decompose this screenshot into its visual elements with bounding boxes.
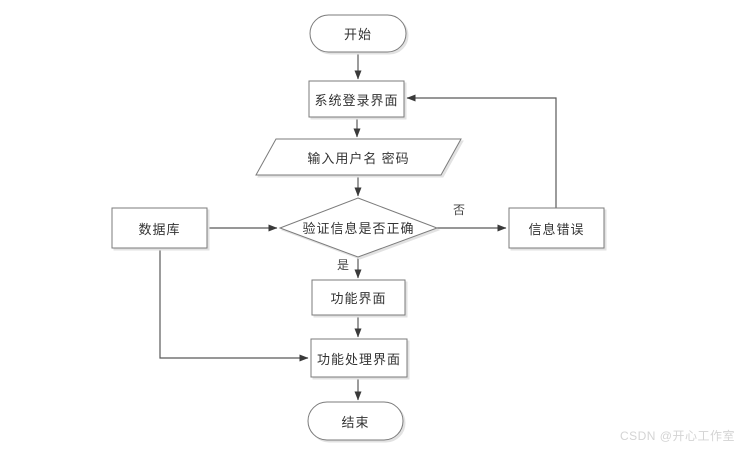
start-terminator-shape (309, 14, 407, 53)
function-handle-label: 功能处理界面 (316, 351, 401, 367)
end-terminator-shape (307, 401, 404, 441)
verify-diamond-shape (278, 197, 439, 258)
error-process-shape (508, 207, 605, 249)
login-process-shape (308, 80, 405, 118)
yes-edge-label: 是 (337, 258, 350, 272)
flowchart-shapes (111, 14, 605, 441)
function-process-shape (311, 279, 406, 316)
no-edge-label: 否 (453, 203, 466, 217)
start-label: 开始 (343, 27, 372, 42)
error-label: 信息错误 (528, 221, 585, 237)
input-parallelogram-shape (255, 138, 462, 176)
database-label: 数据库 (138, 221, 181, 237)
flowchart-connectors (159, 52, 557, 401)
login-label: 系统登录界面 (314, 92, 399, 108)
function-handle-process-shape (310, 338, 408, 378)
database-process-shape (111, 207, 208, 249)
verify-label: 验证信息是否正确 (302, 221, 415, 236)
edge-database-to-process (159, 248, 309, 362)
edge-error-to-login (406, 94, 557, 208)
end-label: 结束 (341, 414, 370, 430)
csdn-watermark: CSDN @开心工作室 (619, 429, 735, 443)
function-label: 功能界面 (330, 291, 387, 306)
input-label: 输入用户名 密码 (307, 150, 410, 166)
